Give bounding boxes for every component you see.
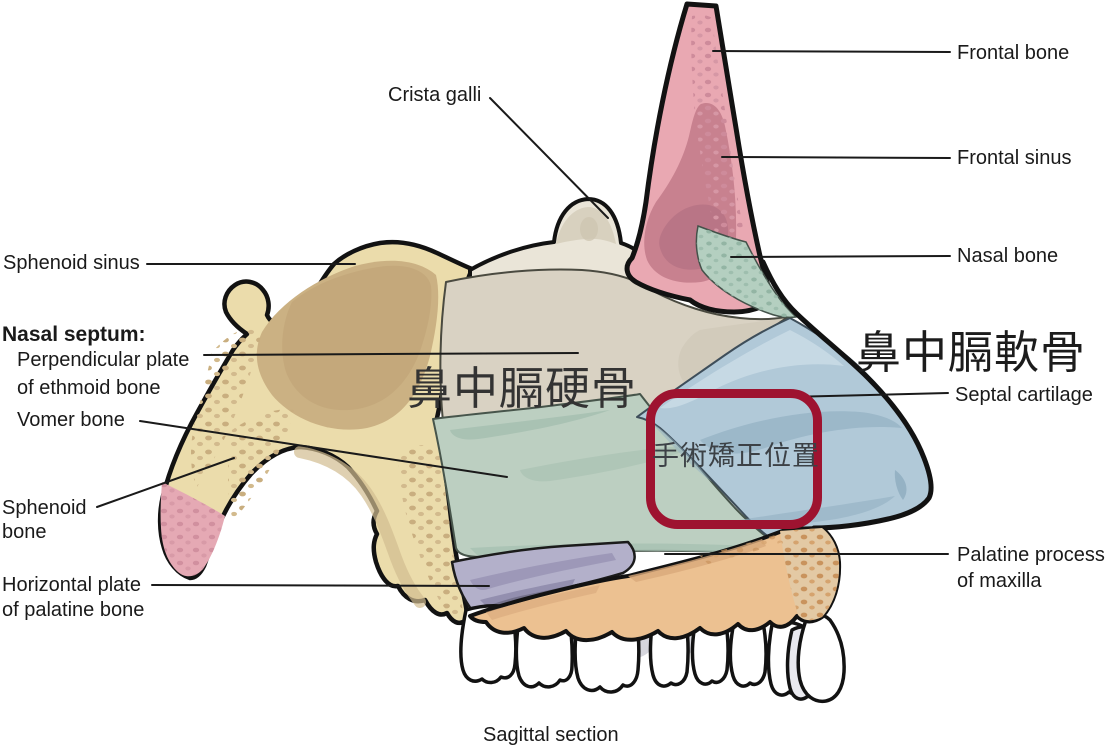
sphenoid-pink-process-shape — [160, 482, 225, 577]
line-sphenoid-bone — [96, 457, 235, 508]
annotation-surgical-site-cn: 手術矯正位置 — [652, 441, 820, 471]
label-perpendicular-plate-line2: of ethmoid bone — [17, 377, 161, 399]
nose-outline — [760, 259, 934, 531]
label-vomer-bone: Vomer bone — [17, 409, 125, 431]
line-nasal-bone — [730, 255, 951, 258]
label-palatine-process-line2: of maxilla — [957, 570, 1042, 592]
label-horizontal-plate-line2: of palatine bone — [2, 599, 145, 621]
line-horizontal-plate — [151, 584, 490, 587]
line-septal-cartilage — [787, 392, 949, 398]
label-nasal-septum-heading: Nasal septum: — [2, 323, 146, 346]
line-crista-galli — [489, 97, 609, 219]
annotation-cartilage-septum-cn: 鼻中膈軟骨 — [856, 327, 1087, 378]
line-vomer-bone — [139, 420, 508, 478]
line-frontal-bone — [712, 50, 951, 53]
line-perpendicular-plate — [203, 352, 579, 356]
figure-caption: Sagittal section — [483, 724, 619, 746]
label-palatine-process-line1: Palatine process — [957, 544, 1105, 566]
maxilla-shape — [468, 526, 842, 643]
nasal-bone-shape — [695, 224, 798, 319]
annotation-bony-septum-cn: 鼻中膈硬骨 — [407, 363, 638, 414]
surgical-site-highlight-box — [646, 389, 822, 529]
sphenoid-bone-shape — [157, 239, 475, 626]
label-horizontal-plate-line1: Horizontal plate — [2, 574, 141, 596]
line-frontal-sinus — [721, 156, 951, 159]
label-sphenoid-bone-line1: Sphenoid — [2, 497, 87, 519]
label-crista-galli: Crista galli — [388, 84, 482, 106]
label-sphenoid-sinus: Sphenoid sinus — [3, 252, 140, 274]
label-frontal-bone: Frontal bone — [957, 42, 1070, 64]
label-perpendicular-plate-line1: Perpendicular plate — [17, 349, 190, 371]
label-frontal-sinus: Frontal sinus — [957, 147, 1072, 169]
label-septal-cartilage: Septal cartilage — [955, 384, 1093, 406]
label-lines — [96, 50, 951, 587]
label-nasal-bone: Nasal bone — [957, 245, 1059, 267]
label-sphenoid-bone-line2: bone — [2, 521, 47, 543]
